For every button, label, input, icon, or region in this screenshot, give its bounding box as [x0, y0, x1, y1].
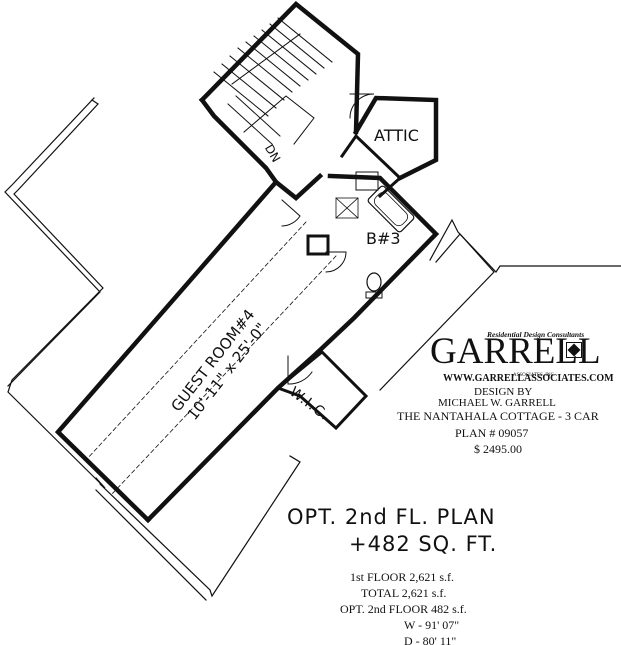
stair-treads	[213, 17, 333, 145]
stat-total: TOTAL 2,621 s.f.	[361, 586, 447, 600]
logo-subline: ASSOCIATES, INC.	[513, 373, 556, 378]
right-roof-outline-2	[379, 233, 495, 391]
plan-price: $ 2495.00	[474, 442, 522, 456]
upper-stair-wall-left	[198, 96, 280, 186]
drawing-area: +482 SQ. FT.	[349, 532, 498, 556]
designer-name: MICHAEL W. GARRELL	[438, 397, 556, 409]
lower-roof-outline-bottom	[99, 455, 301, 598]
lower-roof-outline	[7, 99, 106, 489]
design-by-text: DESIGN BY	[474, 386, 533, 398]
toilet-tank	[365, 291, 383, 299]
guest-dash-2	[111, 255, 337, 495]
door-swing-attic	[349, 93, 375, 119]
bath-inner-wall	[339, 133, 403, 199]
stat-second-floor: OPT. 2nd FLOOR 482 s.f.	[340, 602, 467, 616]
lower-roof-outline-left	[4, 97, 101, 387]
stat-first-floor: 1st FLOOR 2,621 s.f.	[350, 570, 455, 584]
linen-closet	[335, 197, 359, 219]
diamond-logo-icon	[566, 342, 582, 358]
guest-dash-1	[85, 221, 307, 461]
attic-label: ATTIC	[374, 126, 419, 145]
guest-room-wall-top	[272, 172, 324, 201]
upper-stair-wall	[198, 0, 361, 135]
chase	[306, 234, 330, 256]
stat-width: W - 91' 07"	[404, 618, 460, 632]
bathtub	[367, 185, 415, 233]
closet-wall-2	[276, 386, 302, 398]
stat-depth: D - 80' 11"	[404, 634, 457, 645]
drawing-title: OPT. 2nd FL. PLAN	[287, 505, 496, 529]
door-swing-guest	[281, 199, 301, 227]
bathtub-inner	[373, 191, 409, 227]
bath-label: B#3	[366, 229, 401, 248]
plan-title: THE NANTAHALA COTTAGE - 3 CAR	[397, 409, 599, 423]
door-swing-closet	[287, 355, 313, 385]
lower-roof-outline-bottom-2	[95, 489, 207, 601]
closet-wall	[275, 349, 369, 431]
plan-number: PLAN # 09057	[455, 426, 529, 440]
bath-wall-right	[314, 173, 440, 356]
toilet	[366, 272, 382, 292]
guest-room-wall-left	[54, 178, 280, 524]
vanity	[355, 171, 379, 191]
door-swing-bath	[325, 251, 347, 273]
attic-wall	[352, 95, 439, 182]
logo-tagline: Residential Design Consultants	[487, 330, 585, 339]
right-roof-outline	[429, 218, 621, 273]
website-text: WWW.GARRELLASSOCIATES.COM	[443, 373, 614, 384]
